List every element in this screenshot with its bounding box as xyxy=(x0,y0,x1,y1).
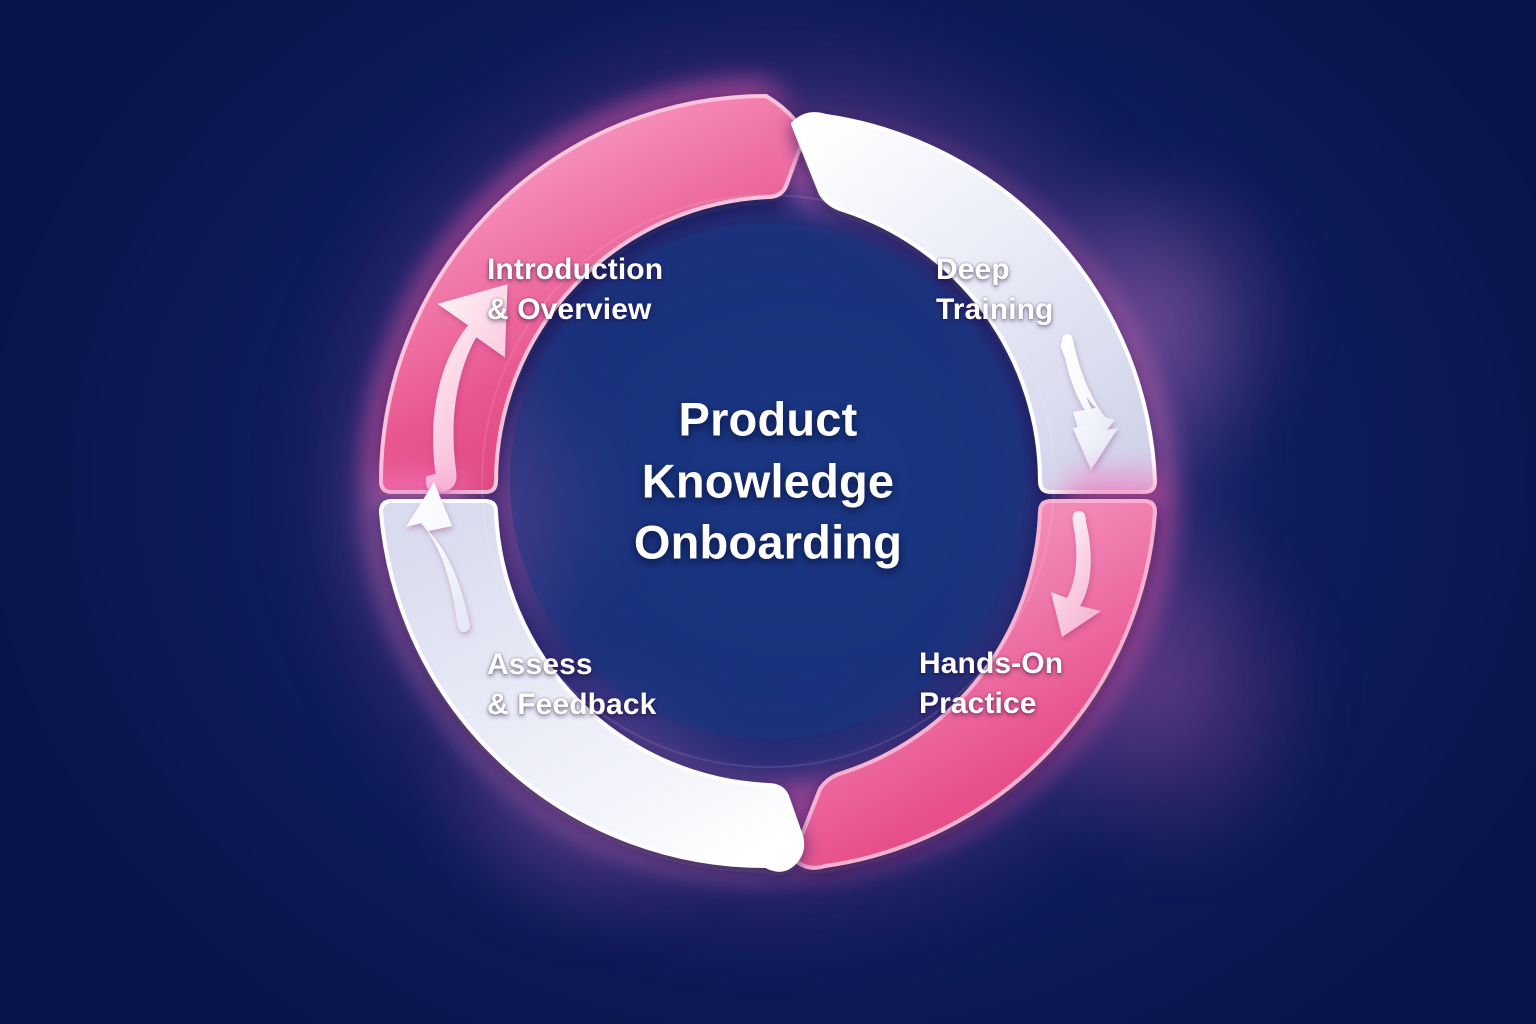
inner-edge-highlight xyxy=(481,194,1055,768)
segment-hands-on-practice[interactable] xyxy=(770,481,1168,870)
arrow-down-icon xyxy=(1060,333,1118,470)
inner-disc xyxy=(510,223,1026,739)
arrow-up-right-icon xyxy=(425,284,508,493)
segment-introduction-overview[interactable] xyxy=(373,88,805,494)
arrow-up-icon xyxy=(406,482,470,633)
arrow-down-left-icon xyxy=(1051,511,1101,637)
segment-assess-feedback[interactable] xyxy=(373,481,805,872)
